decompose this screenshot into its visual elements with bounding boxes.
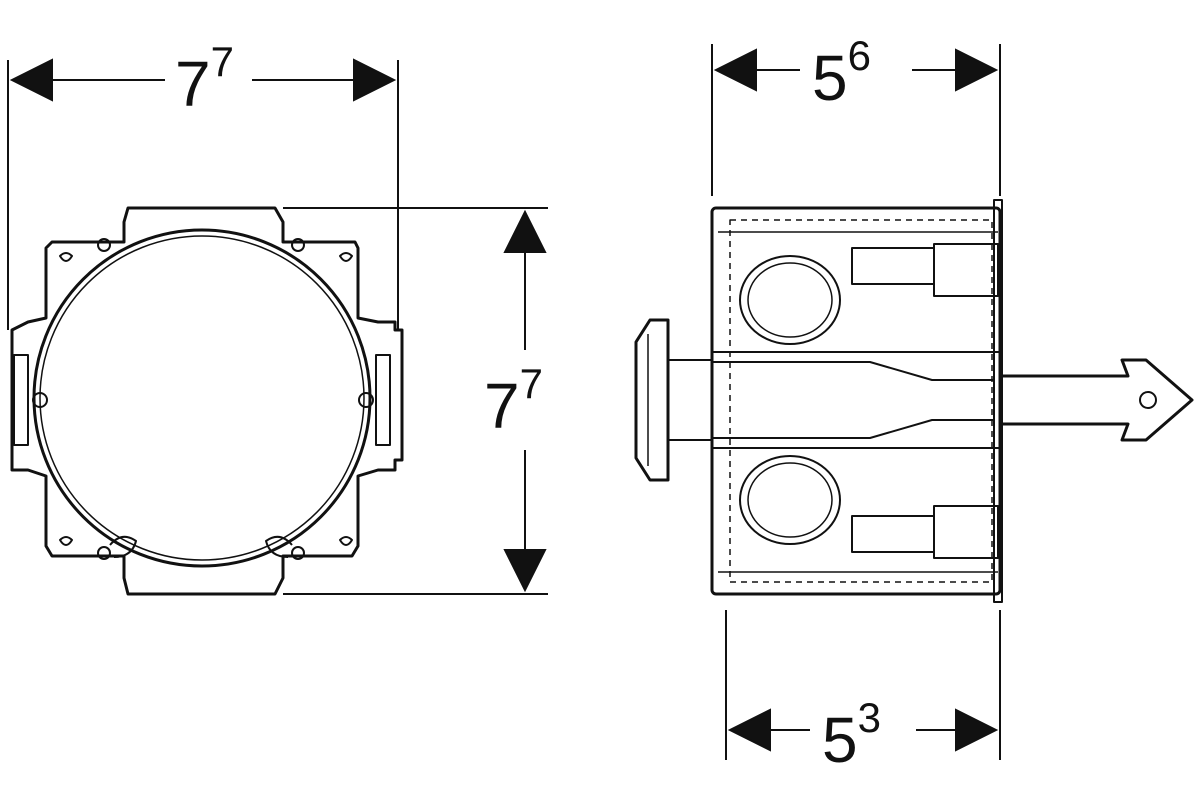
front-outer-frame xyxy=(10,206,404,596)
box-inner-dashed xyxy=(729,219,993,583)
side-view xyxy=(634,199,1194,603)
front-opening-circle-inner xyxy=(39,235,365,561)
side-outer-dimension xyxy=(711,44,1001,196)
mounting-screw-holes xyxy=(32,238,374,560)
cable-entry-bottom xyxy=(851,515,935,553)
front-opening-circle xyxy=(32,228,372,568)
shaft-handle xyxy=(634,318,670,482)
front-height-label: 77 xyxy=(484,360,543,442)
right-clamp xyxy=(375,354,391,446)
box-body xyxy=(710,206,1002,596)
side-inner-label: 53 xyxy=(822,694,881,776)
keyhole-slots xyxy=(59,252,353,546)
shaft-hole xyxy=(1139,391,1157,409)
box-flange xyxy=(993,199,1003,603)
cable-entry-top xyxy=(851,247,935,285)
side-inner-dimension xyxy=(725,610,1001,760)
side-outer-label: 56 xyxy=(812,32,871,114)
knockout-bottom xyxy=(739,455,841,545)
front-height-dimension xyxy=(283,207,548,595)
shaft-arrow-tip xyxy=(1002,358,1194,442)
front-width-label: 77 xyxy=(175,38,234,120)
mounting-shaft xyxy=(668,359,994,441)
bottom-knob-left xyxy=(109,535,137,558)
left-clamp xyxy=(13,354,29,446)
bottom-knob-right xyxy=(265,535,293,558)
knockout-top xyxy=(739,255,841,345)
front-width-dimension xyxy=(7,58,399,330)
front-view xyxy=(10,206,404,596)
